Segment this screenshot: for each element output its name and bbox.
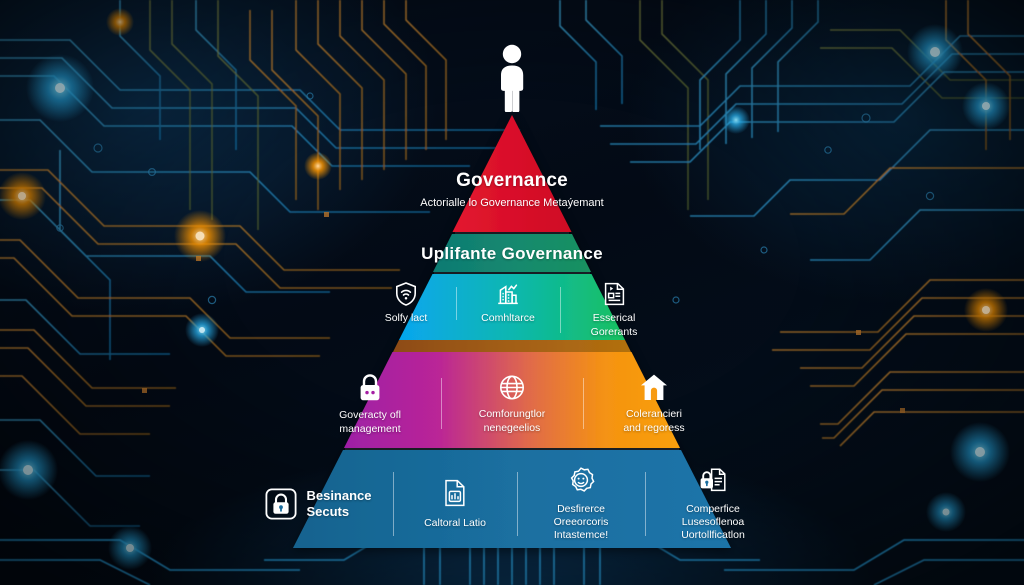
person-icon (497, 44, 527, 117)
